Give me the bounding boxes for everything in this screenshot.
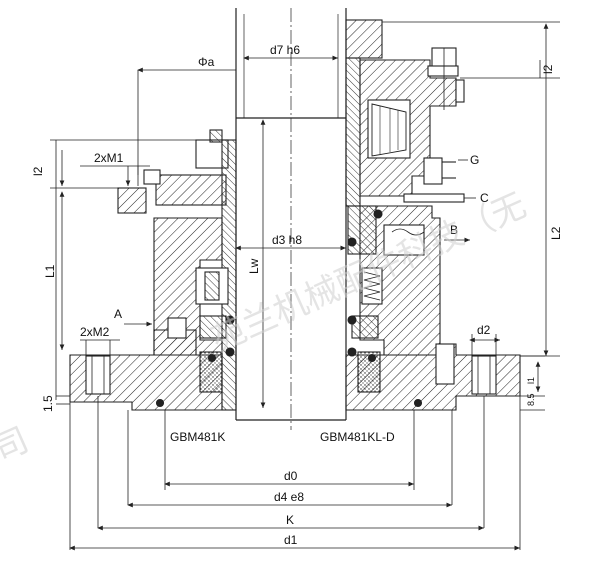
flow-b-label: B bbox=[450, 223, 458, 237]
port-g-label: G bbox=[470, 153, 479, 167]
left-gland-assembly bbox=[69, 129, 237, 411]
hole-m1-label: 2xM1 bbox=[94, 151, 124, 165]
hole-m2-label: 2xM2 bbox=[80, 325, 110, 339]
model-right-label: GBM481KL-D bbox=[320, 430, 395, 444]
d4-label: d4 e8 bbox=[274, 490, 304, 504]
d3-label: d3 h8 bbox=[272, 233, 302, 247]
l2-right-label: l2 bbox=[541, 64, 555, 74]
phi-a-label: Φa bbox=[198, 55, 215, 69]
l1-small-label: l1 bbox=[526, 377, 536, 384]
dim-8-5-label: 8.5 bbox=[526, 393, 536, 406]
right-gland-assembly bbox=[345, 19, 521, 411]
dim-1-5-label: 1.5 bbox=[41, 395, 55, 412]
d7-label: d7 h6 bbox=[270, 43, 300, 57]
d0-label: d0 bbox=[284, 469, 298, 483]
lw-label: Lw bbox=[247, 258, 261, 274]
k-label: K bbox=[286, 513, 294, 527]
watermark-left: 司 bbox=[0, 420, 35, 470]
model-left-label: GBM481K bbox=[170, 430, 225, 444]
port-c-label: C bbox=[480, 191, 489, 205]
l2-left-label: l2 bbox=[31, 166, 45, 176]
flow-a-label: A bbox=[114, 307, 122, 321]
l2-total-label: L2 bbox=[549, 226, 563, 240]
d2-label: d2 bbox=[477, 323, 491, 337]
dimension-lines bbox=[50, 21, 560, 551]
d1-label: d1 bbox=[284, 533, 298, 547]
l1-label: L1 bbox=[43, 264, 57, 278]
